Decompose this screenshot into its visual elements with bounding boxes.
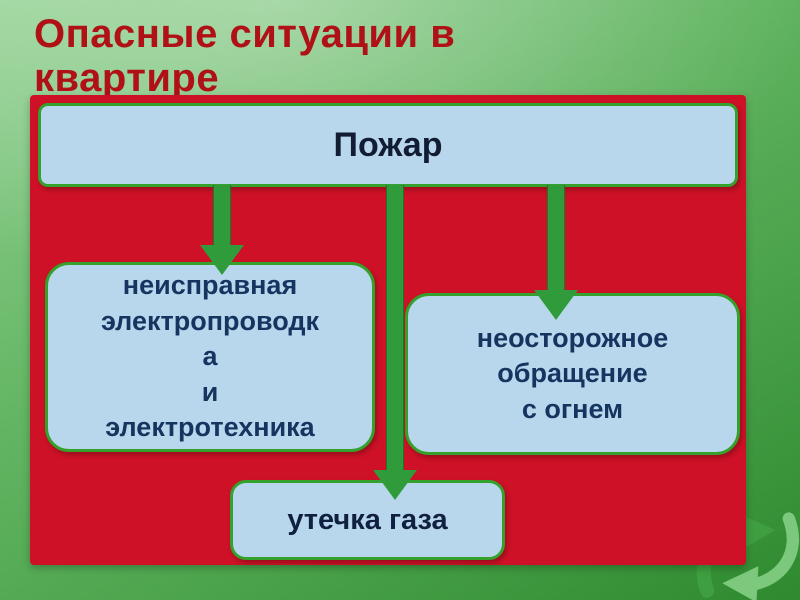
- arrow-stem: [386, 185, 404, 470]
- slide-title: Опасные ситуации в квартире: [34, 12, 456, 100]
- node-gas-leak-label: утечка газа: [287, 503, 448, 536]
- arrow-head: [534, 290, 578, 320]
- node-faulty-wiring-label: неисправная электропроводк а и электроте…: [100, 269, 320, 443]
- node-fire: Пожар: [38, 103, 738, 187]
- arrow-head: [373, 470, 417, 500]
- arrow-stem: [547, 185, 565, 290]
- red-panel: Пожар неисправная электропроводк а и эле…: [30, 95, 746, 565]
- arrow-head: [200, 245, 244, 275]
- arrow-down-icon: [534, 185, 578, 320]
- node-fire-label: Пожар: [333, 125, 443, 164]
- arrow-down-icon: [200, 185, 244, 275]
- node-gas-leak: утечка газа: [230, 480, 505, 560]
- node-careless-fire-handling-label: неосторожное обращение с огнем: [476, 322, 669, 424]
- node-faulty-wiring: неисправная электропроводк а и электроте…: [45, 262, 375, 452]
- arrow-down-icon: [373, 185, 417, 500]
- arrow-stem: [213, 185, 231, 245]
- node-careless-fire-handling: неосторожное обращение с огнем: [405, 293, 740, 455]
